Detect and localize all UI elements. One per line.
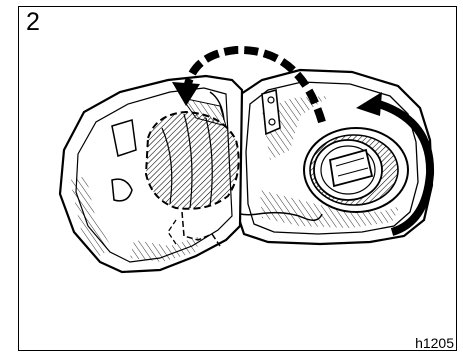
fuel-filler-cap bbox=[304, 128, 408, 212]
figure-code: h1205 bbox=[415, 335, 454, 351]
